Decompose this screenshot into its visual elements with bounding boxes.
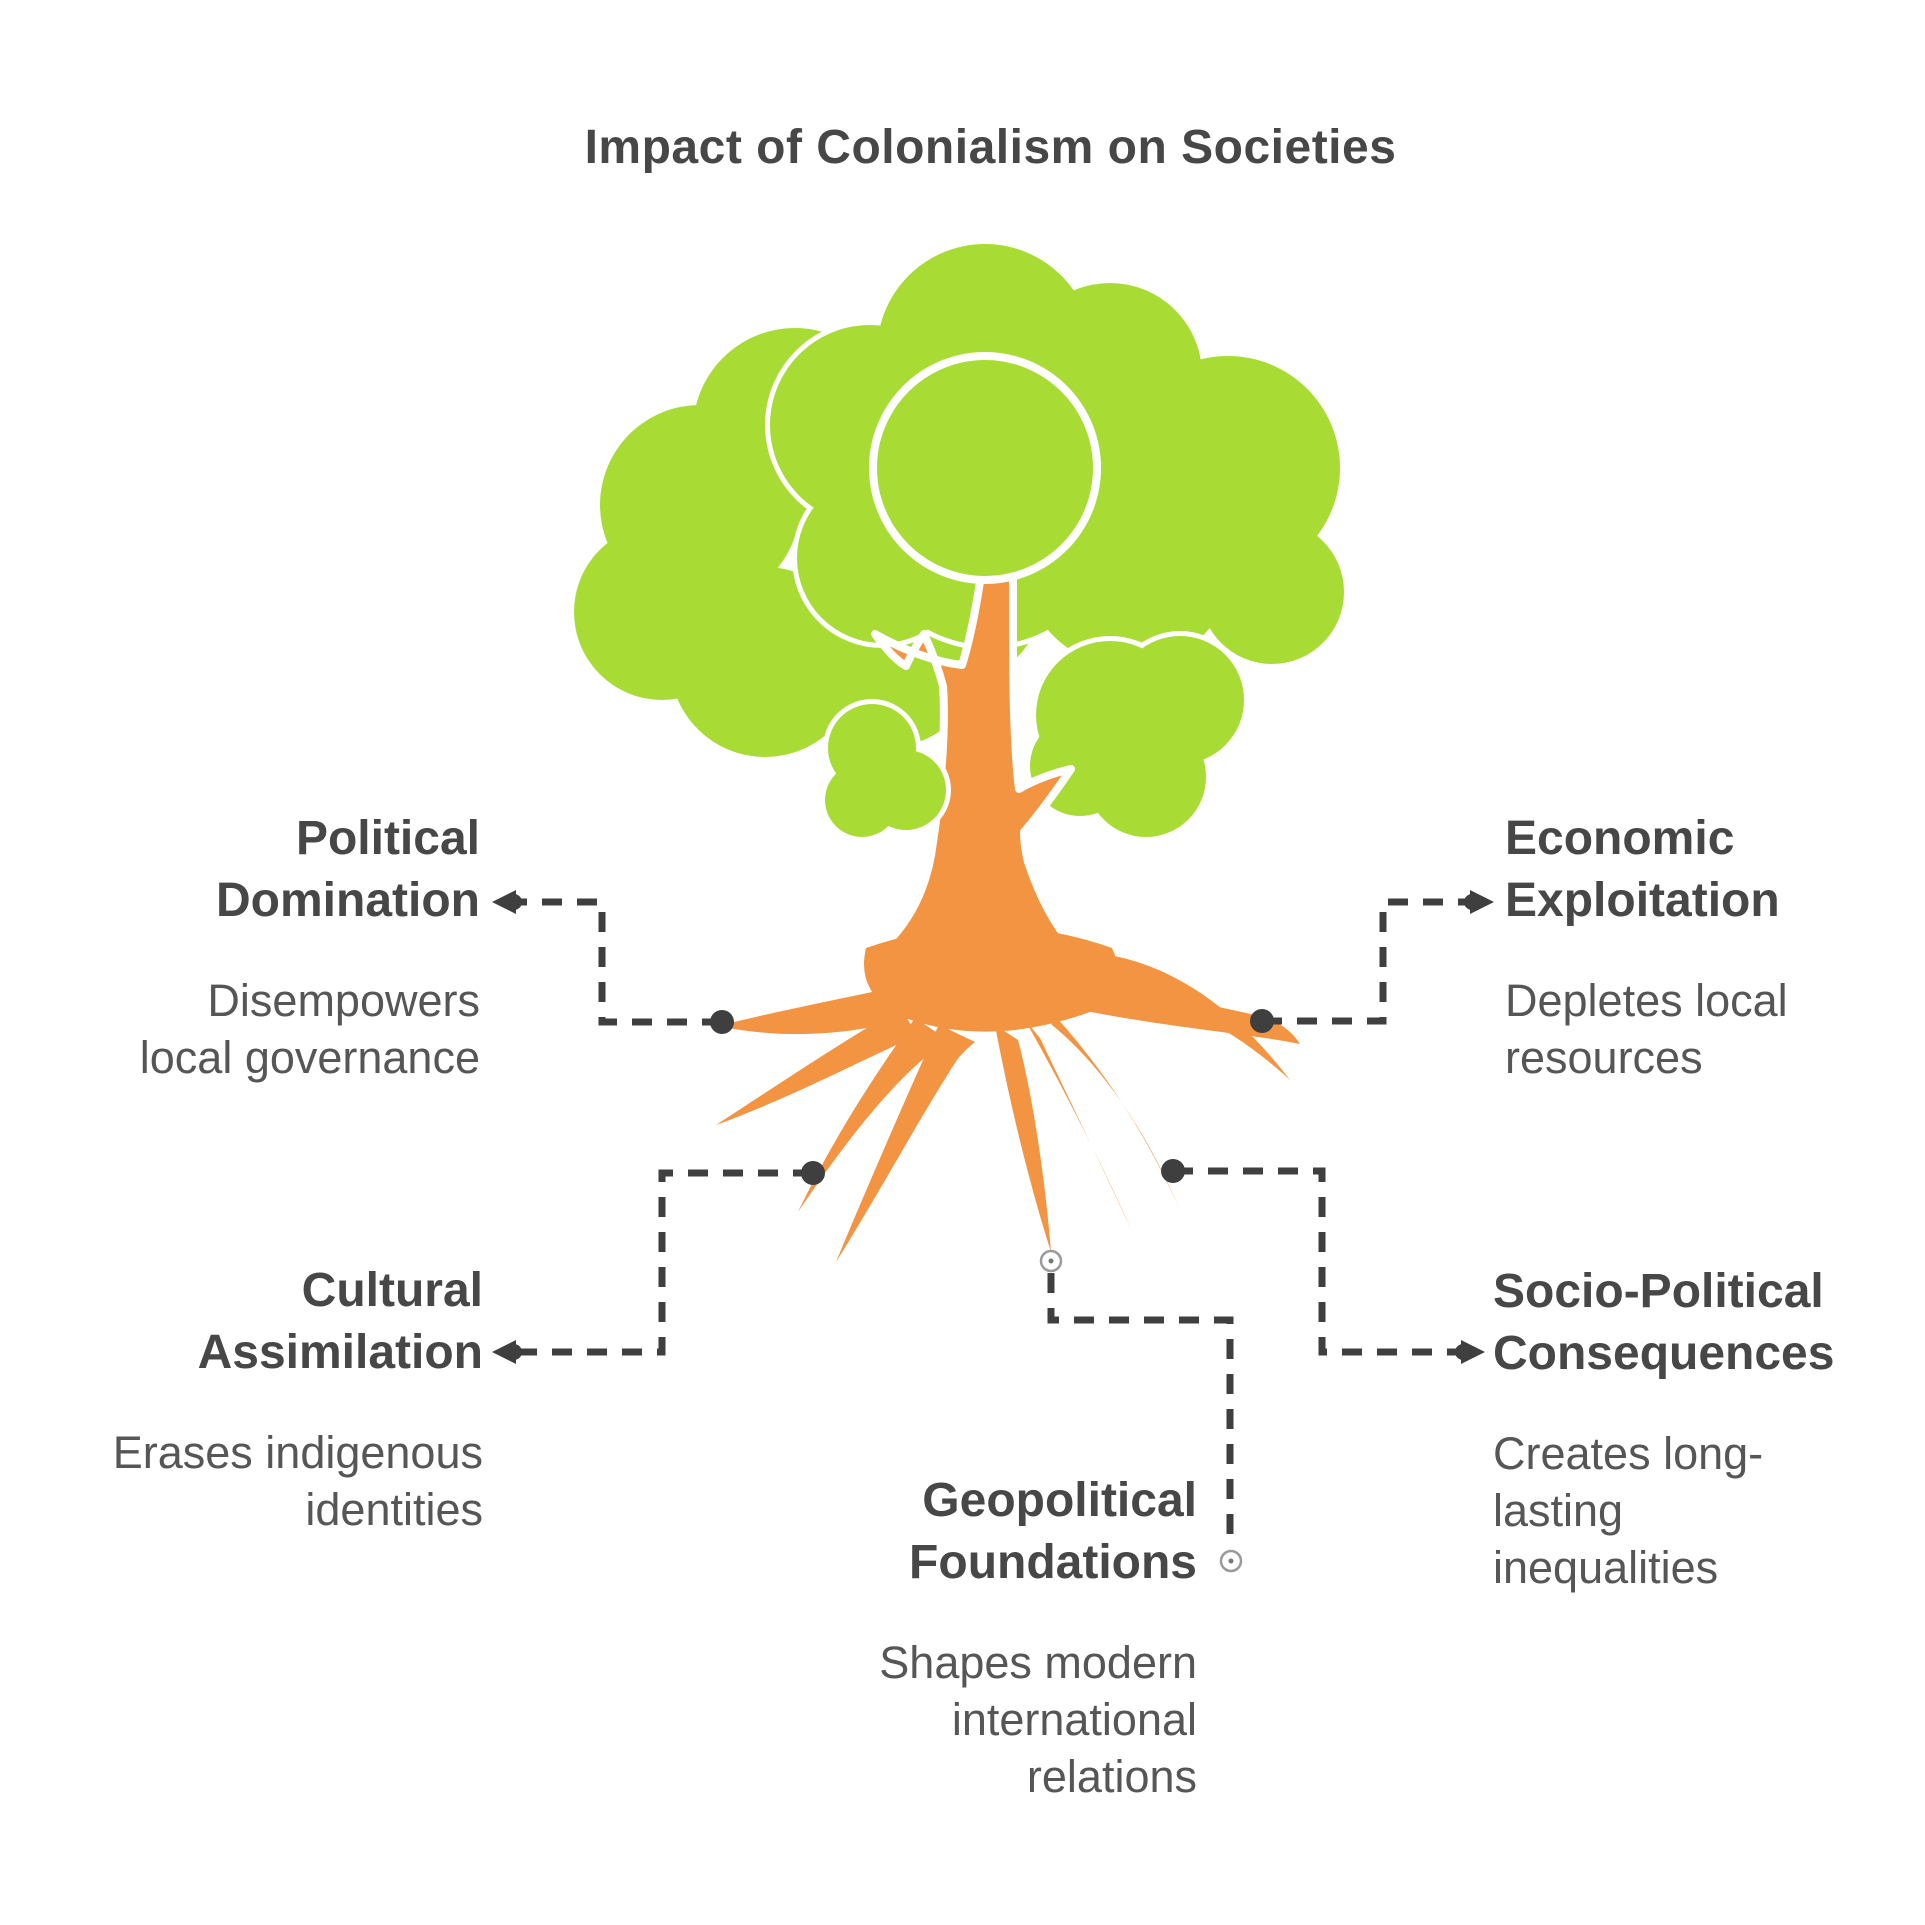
text-line: Assimilation: [197, 1326, 483, 1379]
connectors: [512, 898, 1472, 1546]
text-line: local governance: [139, 1032, 480, 1083]
callout-body: Erases indigenous identities: [113, 1424, 483, 1538]
tree-canopy-center-lobe: [869, 352, 1101, 584]
open-circle-geo-end: [1219, 1549, 1243, 1573]
text-line: Economic: [1505, 812, 1735, 865]
tree-roots: [716, 926, 1300, 1262]
text-line: Shapes modern: [879, 1637, 1197, 1688]
callout-political-domination: Political Domination Disempowers local g…: [140, 808, 480, 1086]
text-line: Geopolitical: [922, 1474, 1197, 1527]
callout-economic-exploitation: Economic Exploitation Depletes local res…: [1505, 808, 1788, 1086]
text-line: Disempowers: [207, 975, 480, 1026]
root-dot-political: [710, 1010, 734, 1034]
page-title: Impact of Colonialism on Societies: [584, 121, 1397, 174]
arrow-socio: [1455, 1340, 1485, 1364]
root-dot-economic: [1250, 1009, 1274, 1033]
text-line: Consequences: [1493, 1327, 1835, 1380]
text-line: resources: [1505, 1032, 1703, 1083]
text-line: relations: [1026, 1751, 1197, 1802]
text-line: Exploitation: [1505, 874, 1780, 927]
text-line: Domination: [216, 874, 480, 927]
callout-socio-political-consequences: Socio-Political Consequences Creates lon…: [1493, 1261, 1834, 1596]
text-line: inequalities: [1493, 1542, 1719, 1593]
text-line: Creates long-: [1493, 1428, 1764, 1479]
connector-socio-political: [1173, 1167, 1463, 1356]
connector-cultural-assimilation: [512, 1169, 813, 1356]
callout-heading: Political Domination: [140, 808, 480, 932]
root-dot-socio: [1161, 1159, 1185, 1183]
callout-heading: Cultural Assimilation: [113, 1260, 483, 1384]
tree-canopy-right: [1030, 636, 1244, 837]
callout-body: Disempowers local governance: [140, 972, 480, 1086]
arrow-political: [492, 890, 522, 914]
callout-heading: Geopolitical Foundations: [879, 1470, 1197, 1594]
text-line: identities: [305, 1484, 483, 1535]
root-dot-cultural: [801, 1161, 825, 1185]
arrow-economic: [1464, 890, 1494, 914]
callout-heading: Economic Exploitation: [1505, 808, 1788, 932]
text-line: Political: [295, 812, 480, 865]
text-line: Depletes local: [1505, 975, 1788, 1026]
text-line: Foundations: [909, 1536, 1197, 1589]
open-circle-geo-root: [1039, 1249, 1063, 1273]
callout-geopolitical-foundations: Geopolitical Foundations Shapes modern i…: [879, 1470, 1197, 1805]
text-line: Erases indigenous: [112, 1427, 483, 1478]
connector-economic-exploitation: [1262, 898, 1472, 1025]
callout-cultural-assimilation: Cultural Assimilation Erases indigenous …: [113, 1260, 483, 1538]
callout-body: Creates long- lasting inequalities: [1493, 1425, 1834, 1596]
text-line: international: [951, 1694, 1197, 1745]
connector-political-domination: [512, 898, 722, 1026]
callout-body: Depletes local resources: [1505, 972, 1788, 1086]
callout-body: Shapes modern international relations: [879, 1634, 1197, 1805]
arrow-cultural: [492, 1340, 522, 1364]
connector-markers: [492, 890, 1494, 1573]
text-line: Cultural: [301, 1264, 483, 1317]
text-line: Socio-Political: [1493, 1265, 1824, 1318]
callout-heading: Socio-Political Consequences: [1493, 1261, 1834, 1385]
text-line: lasting: [1493, 1485, 1624, 1536]
